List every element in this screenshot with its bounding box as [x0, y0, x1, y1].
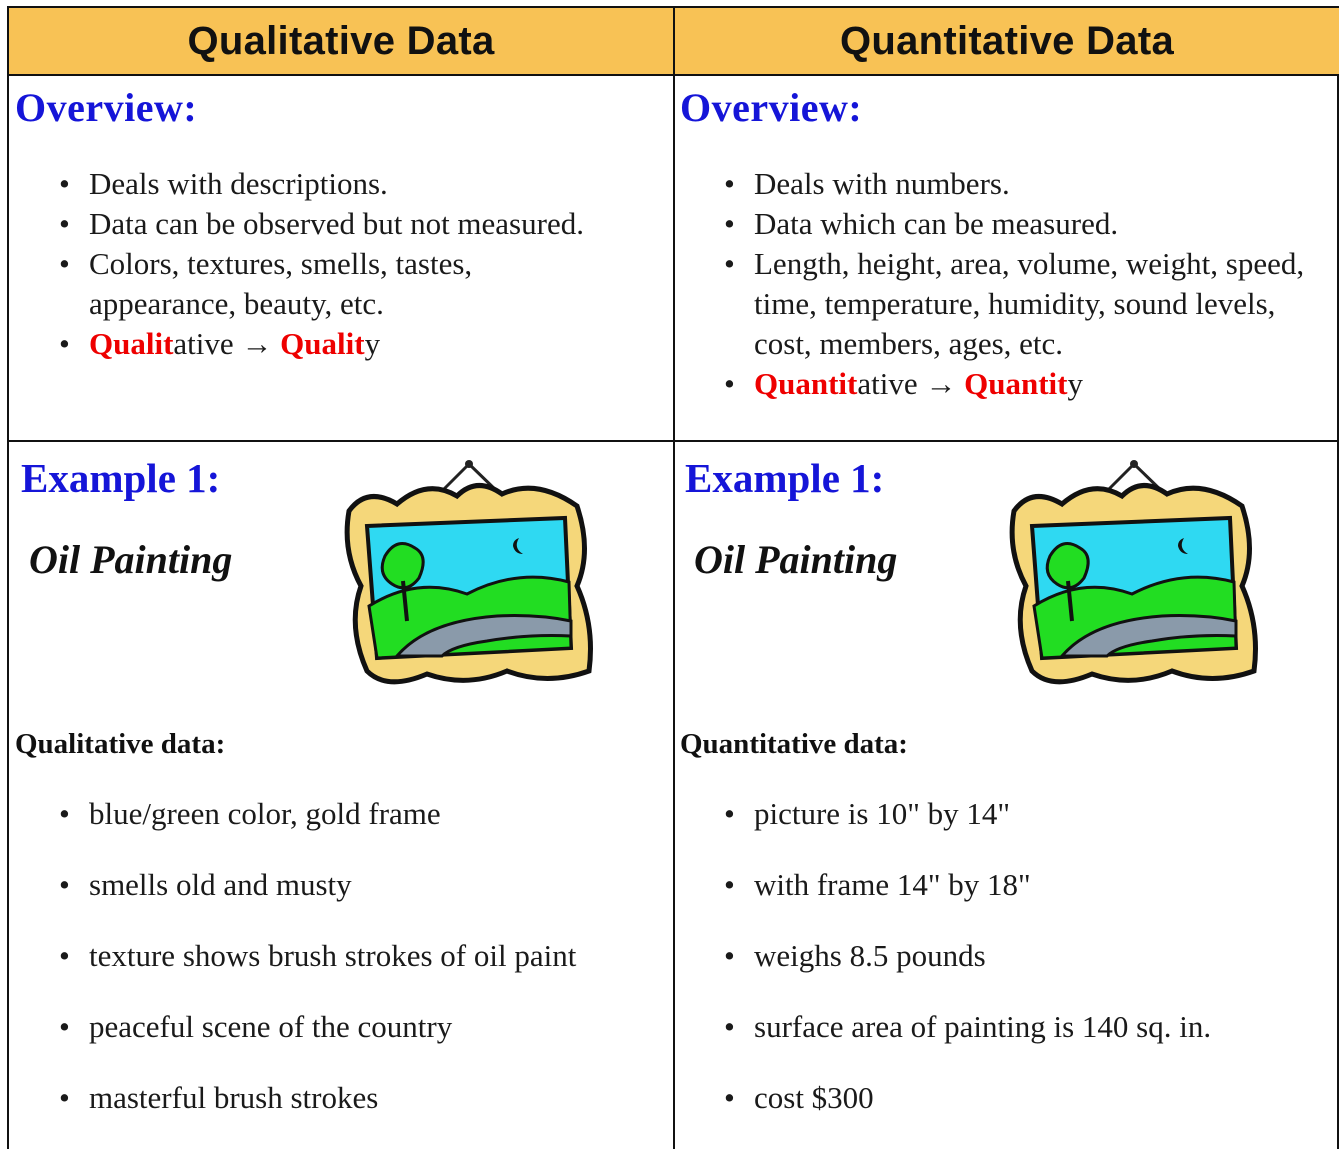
comparison-table: Qualitative Data Quantitative Data Overv… [7, 6, 1339, 1149]
result-highlight: Qualit [280, 326, 365, 361]
term-highlight: Quantit [754, 366, 858, 401]
list-item: weighs 8.5 pounds [724, 936, 1334, 1007]
qualitative-header: Qualitative Data [9, 8, 673, 74]
qualitative-overview-list: Deals with descriptions. Data can be obs… [59, 164, 659, 364]
framed-landscape-painting-icon [1009, 460, 1258, 685]
list-item: Deals with numbers. [724, 164, 1334, 204]
list-item: Length, height, area, volume, weight, sp… [724, 244, 1334, 364]
list-item: with frame 14" by 18" [724, 865, 1334, 936]
term-rest: ative [857, 366, 918, 401]
list-item: Data can be observed but not measured. [59, 204, 659, 244]
quantitative-example-title: Example 1: [685, 455, 885, 501]
result-rest: y [364, 326, 381, 361]
quantitative-header: Quantitative Data [675, 8, 1339, 74]
list-item: texture shows brush strokes of oil paint [59, 936, 659, 1007]
list-item: masterful brush strokes [59, 1078, 659, 1149]
qualitative-overview-title: Overview: [15, 85, 198, 130]
result-rest: y [1067, 366, 1083, 401]
qualitative-data-title: Qualitative data: [15, 728, 226, 760]
list-item: peaceful scene of the country [59, 1007, 659, 1078]
list-item: Deals with descriptions. [59, 164, 659, 204]
list-item: Data which can be measured. [724, 204, 1334, 244]
qualitative-example-title: Example 1: [21, 455, 221, 501]
list-item: surface area of painting is 140 sq. in. [724, 1007, 1334, 1078]
quantitative-data-title: Quantitative data: [680, 728, 908, 760]
quantitative-example-subject: Oil Painting [694, 537, 898, 582]
arrow-icon: → [925, 366, 957, 401]
arrow-icon: → [241, 326, 273, 361]
quantitative-data-list: picture is 10" by 14" with frame 14" by … [724, 794, 1334, 1149]
qualitative-example-subject: Oil Painting [29, 537, 233, 582]
list-item: blue/green color, gold frame [59, 794, 659, 865]
result-highlight: Quantit [964, 366, 1068, 401]
list-item: smells old and musty [59, 865, 659, 936]
framed-landscape-painting-icon [344, 460, 593, 685]
header-divider [9, 74, 1337, 76]
list-item: Quantitative → Quantity [724, 364, 1334, 404]
term-highlight: Qualit [89, 326, 174, 361]
column-divider [673, 8, 675, 1149]
qualitative-data-list: blue/green color, gold frame smells old … [59, 794, 659, 1149]
term-rest: ative [173, 326, 234, 361]
quantitative-overview-title: Overview: [680, 85, 863, 130]
row-divider [9, 440, 1337, 442]
list-item: cost $300 [724, 1078, 1334, 1149]
list-item: picture is 10" by 14" [724, 794, 1334, 865]
list-item: Qualitative → Quality [59, 324, 659, 364]
quantitative-overview-list: Deals with numbers. Data which can be me… [724, 164, 1334, 404]
list-item: Colors, textures, smells, tastes, appear… [59, 244, 519, 324]
